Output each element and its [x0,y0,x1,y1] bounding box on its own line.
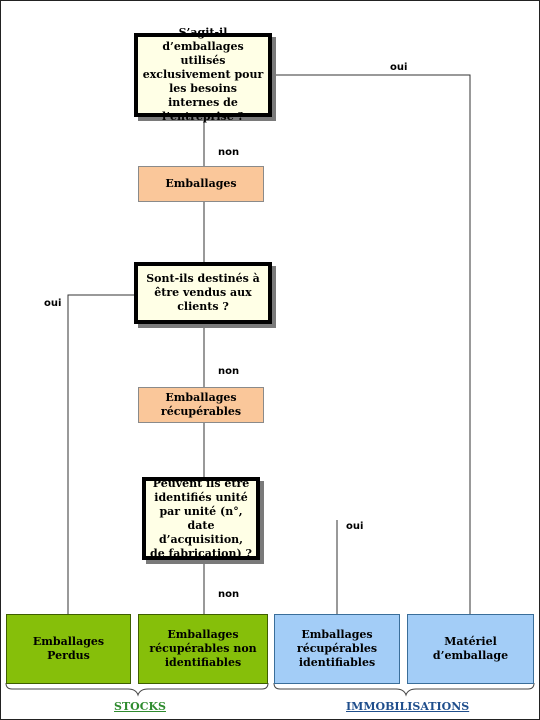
edge-q1-oui [271,74,471,614]
question-sold-to-clients-text: Sont-ils destinés à être vendus aux clie… [146,272,260,313]
immobilisations-brace [273,682,535,697]
footer-stocks: STOCKS [114,700,166,713]
edge-label-q1-non: non [218,147,240,158]
edge-label-q1-oui: oui [390,62,408,73]
question-internal-use-text: S’agit-il d’emballages utilisés exclusiv… [142,26,264,123]
node-recuperables-identifiables-label: Emballages récupérables identifiables [296,628,378,669]
edge-label-q2-non: non [218,366,240,377]
node-recuperables-identifiables: Emballages récupérables identifiables [274,614,400,684]
stocks-brace [5,682,269,697]
edge-label-q3-non: non [218,589,240,600]
node-emballages-perdus-label: Emballages Perdus [32,635,105,662]
edge-label-q3-oui: oui [346,521,364,532]
question-internal-use: S’agit-il d’emballages utilisés exclusiv… [134,26,272,123]
question-identifiable-text: Peuvent ils être identifiés unité par un… [150,476,252,560]
node-materiel-emballage-label: Matériel d’emballage [432,635,509,662]
footer-immobilisations: IMMOBILISATIONS [346,700,470,713]
node-emballages: Emballages [138,166,264,202]
question-sold-to-clients: Sont-ils destinés à être vendus aux clie… [134,262,272,324]
edge-q2-oui [67,294,134,614]
node-emballages-label: Emballages [165,177,237,190]
node-emballages-perdus: Emballages Perdus [6,614,131,684]
node-emballages-recuperables-label: Emballages récupérables [160,391,242,418]
node-materiel-emballage: Matériel d’emballage [407,614,534,684]
node-emballages-recuperables: Emballages récupérables [138,387,264,423]
edge-label-q2-oui: oui [44,298,62,309]
node-recuperables-non-identifiables: Emballages récupérables non identifiable… [138,614,268,684]
node-recuperables-non-identifiables-label: Emballages récupérables non identifiable… [149,628,257,669]
question-identifiable: Peuvent ils être identifiés unité par un… [142,477,260,560]
